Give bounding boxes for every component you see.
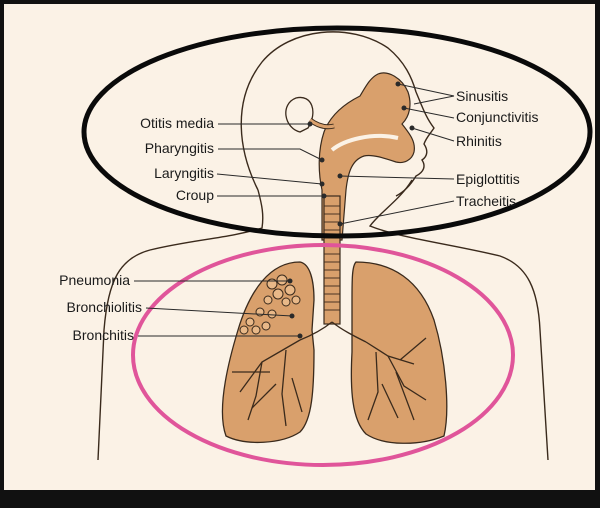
label-rhinitis: Rhinitis xyxy=(456,133,502,149)
upper-airway xyxy=(318,72,415,241)
upper-respiratory-ellipse xyxy=(81,25,593,239)
label-epiglottitis: Epiglottitis xyxy=(456,171,520,187)
left-lung xyxy=(221,261,315,444)
label-sinusitis: Sinusitis xyxy=(456,88,508,104)
bronchial-tree xyxy=(232,321,427,427)
label-bronchiolitis: Bronchiolitis xyxy=(67,299,142,315)
label-tracheitis: Tracheitis xyxy=(456,193,516,209)
label-conjunctivitis: Conjunctivitis xyxy=(456,109,538,125)
label-pneumonia: Pneumonia xyxy=(59,272,130,288)
label-croup: Croup xyxy=(176,187,214,203)
label-laryngitis: Laryngitis xyxy=(154,165,214,181)
left-leaders xyxy=(134,121,327,339)
label-otitis-media: Otitis media xyxy=(140,115,214,131)
label-pharyngitis: Pharyngitis xyxy=(145,140,214,156)
lower-respiratory-ellipse xyxy=(131,243,515,467)
body-outline xyxy=(97,31,549,461)
label-bronchitis: Bronchitis xyxy=(73,327,134,343)
right-leaders xyxy=(337,81,455,227)
tongue-line xyxy=(330,133,399,152)
trachea xyxy=(323,195,341,325)
eustachian-tube-fill xyxy=(309,118,335,129)
